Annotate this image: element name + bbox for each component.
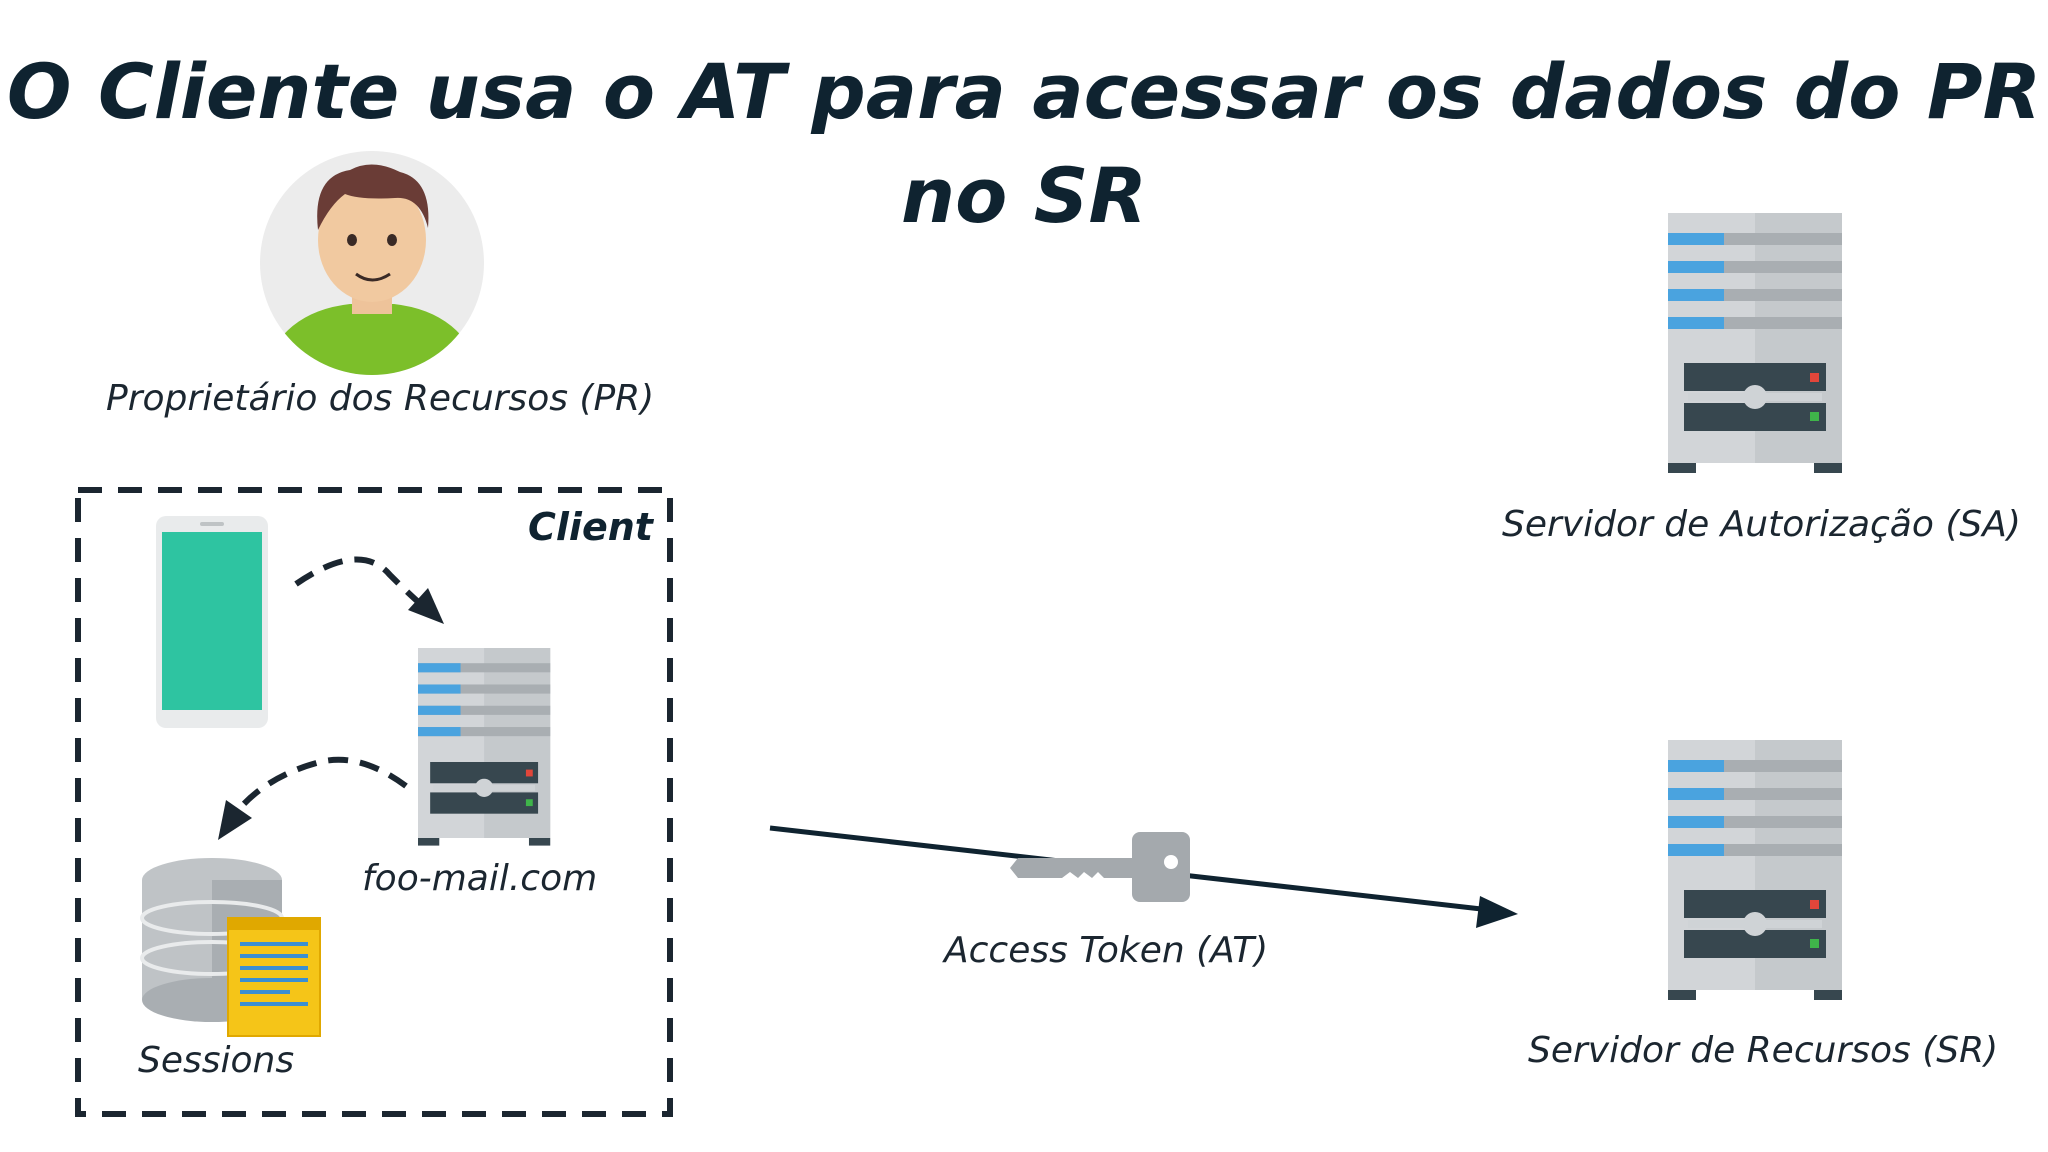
arrowhead-icon: [1476, 896, 1518, 928]
person-avatar-icon: [260, 151, 484, 375]
resource-owner-label: Proprietário dos Recursos (PR): [106, 378, 655, 419]
client-label: Client: [528, 505, 653, 549]
server-to-sessions-arrow: [237, 756, 408, 811]
page-title: O Cliente usa o AT para acessar os dados…: [6, 47, 2042, 240]
server-icon: [1668, 740, 1842, 1000]
smartphone-icon: [156, 516, 268, 728]
server-icon: [418, 648, 551, 846]
client-server-label: foo-mail.com: [362, 858, 598, 899]
arrowhead-icon: [408, 588, 444, 624]
access-token-label: Access Token (AT): [944, 930, 1269, 971]
arrowhead-icon: [218, 800, 252, 840]
server-icon: [1668, 213, 1842, 473]
database-document-icon: [140, 858, 321, 1037]
client-boundary: [75, 487, 673, 1117]
sessions-label: Sessions: [138, 1040, 295, 1081]
key-icon: [1010, 832, 1190, 902]
resource-server-label: Servidor de Recursos (SR): [1528, 1030, 1999, 1071]
auth-server-label: Servidor de Autorização (SA): [1502, 504, 2021, 545]
phone-to-server-arrow: [294, 556, 432, 615]
